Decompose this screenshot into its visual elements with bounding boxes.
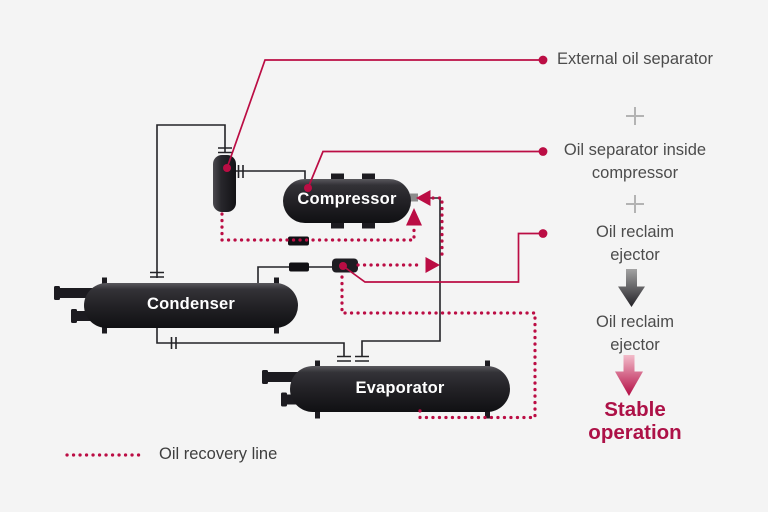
flow-step-oil-reclaim-ejector-2: Oil reclaim ejector	[596, 313, 674, 354]
oil-line-separator-to-compressor	[220, 212, 416, 242]
flange-ticks	[150, 147, 369, 362]
plus-icon	[624, 193, 646, 215]
flow-result-stable-operation: Stable operation	[588, 398, 682, 444]
arrowhead-left-icon	[416, 190, 431, 206]
compressor-label: Compressor	[297, 190, 397, 208]
oil-line-evaporator-to-ejector	[340, 275, 537, 420]
leader-line-external-separator	[226, 59, 543, 169]
leader-bullet-2	[538, 147, 548, 156]
plus-icon	[624, 105, 646, 127]
compressor-outlet-stub	[410, 193, 418, 202]
arrow-down-red-icon	[615, 355, 643, 396]
flow-step-oil-reclaim-ejector: Oil reclaim ejector	[596, 223, 674, 264]
leader-dot-compressor	[304, 184, 312, 192]
leader-dots	[223, 55, 548, 270]
pipe-condenser-to-evaporator	[156, 327, 345, 357]
valve-ejector-line	[289, 262, 309, 272]
vessel-condenser	[54, 277, 298, 334]
leader-line-ejector	[342, 232, 543, 283]
leader-line-internal-separator	[307, 150, 543, 189]
vessel-compressor	[283, 173, 418, 229]
evaporator-label: Evaporator	[355, 379, 445, 397]
refrigerant-pipes	[150, 124, 441, 362]
flow-step-external-oil-separator: External oil separator	[557, 50, 713, 68]
condenser-label: Condenser	[147, 295, 235, 313]
leader-bullet-3	[538, 229, 548, 238]
arrow-down-dark-icon	[618, 269, 645, 307]
arrowhead-up-icon	[406, 208, 422, 226]
oil-recovery-lines	[220, 196, 537, 420]
pipe-separator-to-compressor	[236, 170, 306, 180]
legend: Oil recovery line	[64, 445, 277, 464]
arrowhead-right-icon	[425, 257, 440, 273]
legend-label: Oil recovery line	[159, 445, 278, 463]
vessel-evaporator	[262, 360, 510, 419]
flow-step-oil-separator-inside-compressor: Oil separator inside compressor	[563, 141, 707, 182]
flow-arrowheads	[406, 190, 440, 273]
vessel-external-oil-separator	[213, 155, 236, 212]
leader-dot-separator	[223, 164, 231, 172]
leader-lines	[226, 59, 543, 283]
pipe-separator-to-condenser	[156, 124, 226, 278]
legend-dotted-line-icon	[65, 452, 147, 457]
leader-dot-ejector	[339, 262, 347, 270]
leader-bullet-1	[538, 55, 548, 65]
